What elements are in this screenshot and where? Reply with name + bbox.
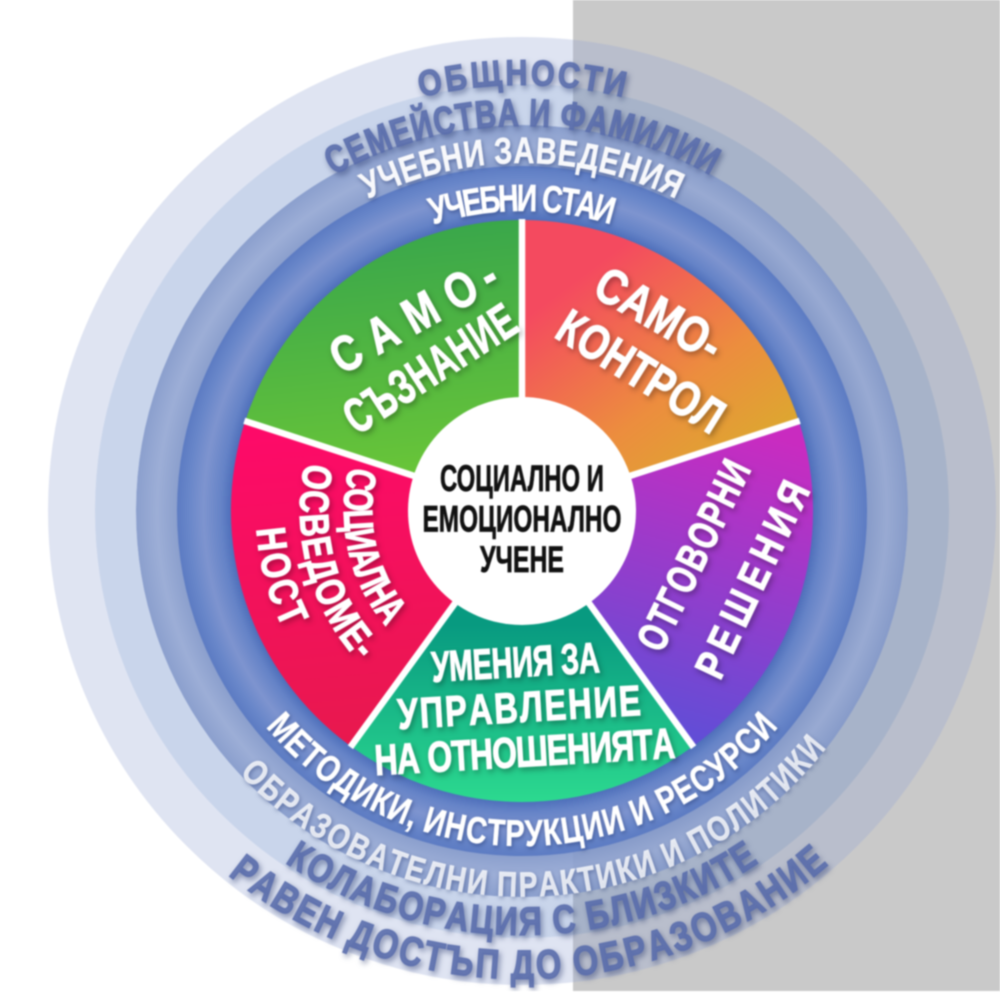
svg-text:К: К <box>558 861 581 903</box>
svg-text:А: А <box>651 720 677 769</box>
svg-text:А: А <box>537 863 560 904</box>
svg-text:Ц: Ц <box>335 508 382 532</box>
svg-text:Т: Т <box>632 722 654 771</box>
svg-text:Р: Р <box>518 864 537 904</box>
svg-text:З: З <box>493 131 513 173</box>
svg-text:С: С <box>550 895 578 942</box>
svg-text:О: О <box>534 940 562 988</box>
svg-text:П: П <box>474 939 501 987</box>
svg-text:Н: Н <box>505 54 528 94</box>
svg-text:А: А <box>572 183 601 228</box>
svg-text:Н: Н <box>490 638 514 687</box>
svg-text:А: А <box>497 92 520 136</box>
svg-text:Б: Б <box>478 179 503 223</box>
svg-text:Е: Е <box>543 681 568 731</box>
svg-text:Ъ: Ъ <box>442 935 477 985</box>
svg-text:С: С <box>556 55 582 97</box>
svg-text:О: О <box>367 918 405 970</box>
svg-text:И: И <box>511 637 534 686</box>
svg-text:С: С <box>291 489 338 514</box>
svg-text:Р: Р <box>444 687 469 737</box>
svg-text:А: А <box>467 685 493 735</box>
svg-text:Я: Я <box>610 723 636 772</box>
svg-text:Р: Р <box>505 813 525 855</box>
svg-text:ЕМОЦИОНАЛНО: ЕМОЦИОНАЛНО <box>423 498 622 540</box>
svg-text:Ф: Ф <box>558 94 588 140</box>
svg-text:СОЦИАЛНО И: СОЦИАЛНО И <box>440 457 604 499</box>
svg-text:В: В <box>473 93 498 138</box>
svg-text:О: О <box>334 487 381 513</box>
svg-text:И: И <box>494 898 519 944</box>
svg-text:И: И <box>516 178 537 220</box>
svg-text:В: В <box>534 131 558 174</box>
svg-text:П: П <box>496 864 518 905</box>
svg-text:Н: Н <box>248 525 297 554</box>
svg-text:Н: Н <box>566 725 592 774</box>
svg-text:У: У <box>430 642 452 691</box>
svg-text:И: И <box>465 861 490 903</box>
svg-text:М: М <box>448 641 475 690</box>
svg-text:УЧЕНЕ: УЧЕНЕ <box>480 538 564 580</box>
svg-text:Л: Л <box>518 682 544 732</box>
svg-text:Я: Я <box>531 636 554 685</box>
svg-text:С: С <box>540 179 565 223</box>
svg-text:Н: Н <box>497 178 519 221</box>
svg-text:А: А <box>513 131 534 172</box>
svg-text:Щ: Щ <box>469 54 503 96</box>
svg-text:С: С <box>463 809 489 853</box>
svg-text:Е: Е <box>617 677 642 727</box>
svg-text:О: О <box>491 730 518 779</box>
svg-text:Т: Т <box>450 732 472 781</box>
svg-text:С: С <box>258 573 310 610</box>
svg-text:К: К <box>541 811 563 854</box>
svg-text:Н: Н <box>567 680 593 730</box>
svg-text:В: В <box>291 512 338 538</box>
svg-text:З: З <box>560 635 581 684</box>
svg-text:Ц: Ц <box>468 896 496 943</box>
svg-text:Е: Е <box>545 727 569 776</box>
svg-text:А: А <box>577 633 601 682</box>
svg-text:И: И <box>588 724 614 773</box>
svg-text:А: А <box>395 735 421 784</box>
svg-text:Т: Т <box>486 812 507 855</box>
svg-text:Н: Н <box>373 736 399 785</box>
svg-text:П: П <box>418 688 444 738</box>
svg-text:Д: Д <box>511 941 534 987</box>
svg-text:Н: Н <box>469 731 495 780</box>
svg-text:Ш: Ш <box>514 728 549 778</box>
svg-text:В: В <box>493 684 519 734</box>
svg-text:У: У <box>396 690 420 740</box>
svg-text:Е: Е <box>471 640 493 689</box>
svg-text:Я: Я <box>518 898 542 944</box>
svg-text:И: И <box>592 678 618 728</box>
svg-text:О: О <box>530 54 556 95</box>
svg-text:О: О <box>426 733 453 782</box>
svg-text:У: У <box>524 813 544 855</box>
svg-text:И: И <box>528 92 551 136</box>
